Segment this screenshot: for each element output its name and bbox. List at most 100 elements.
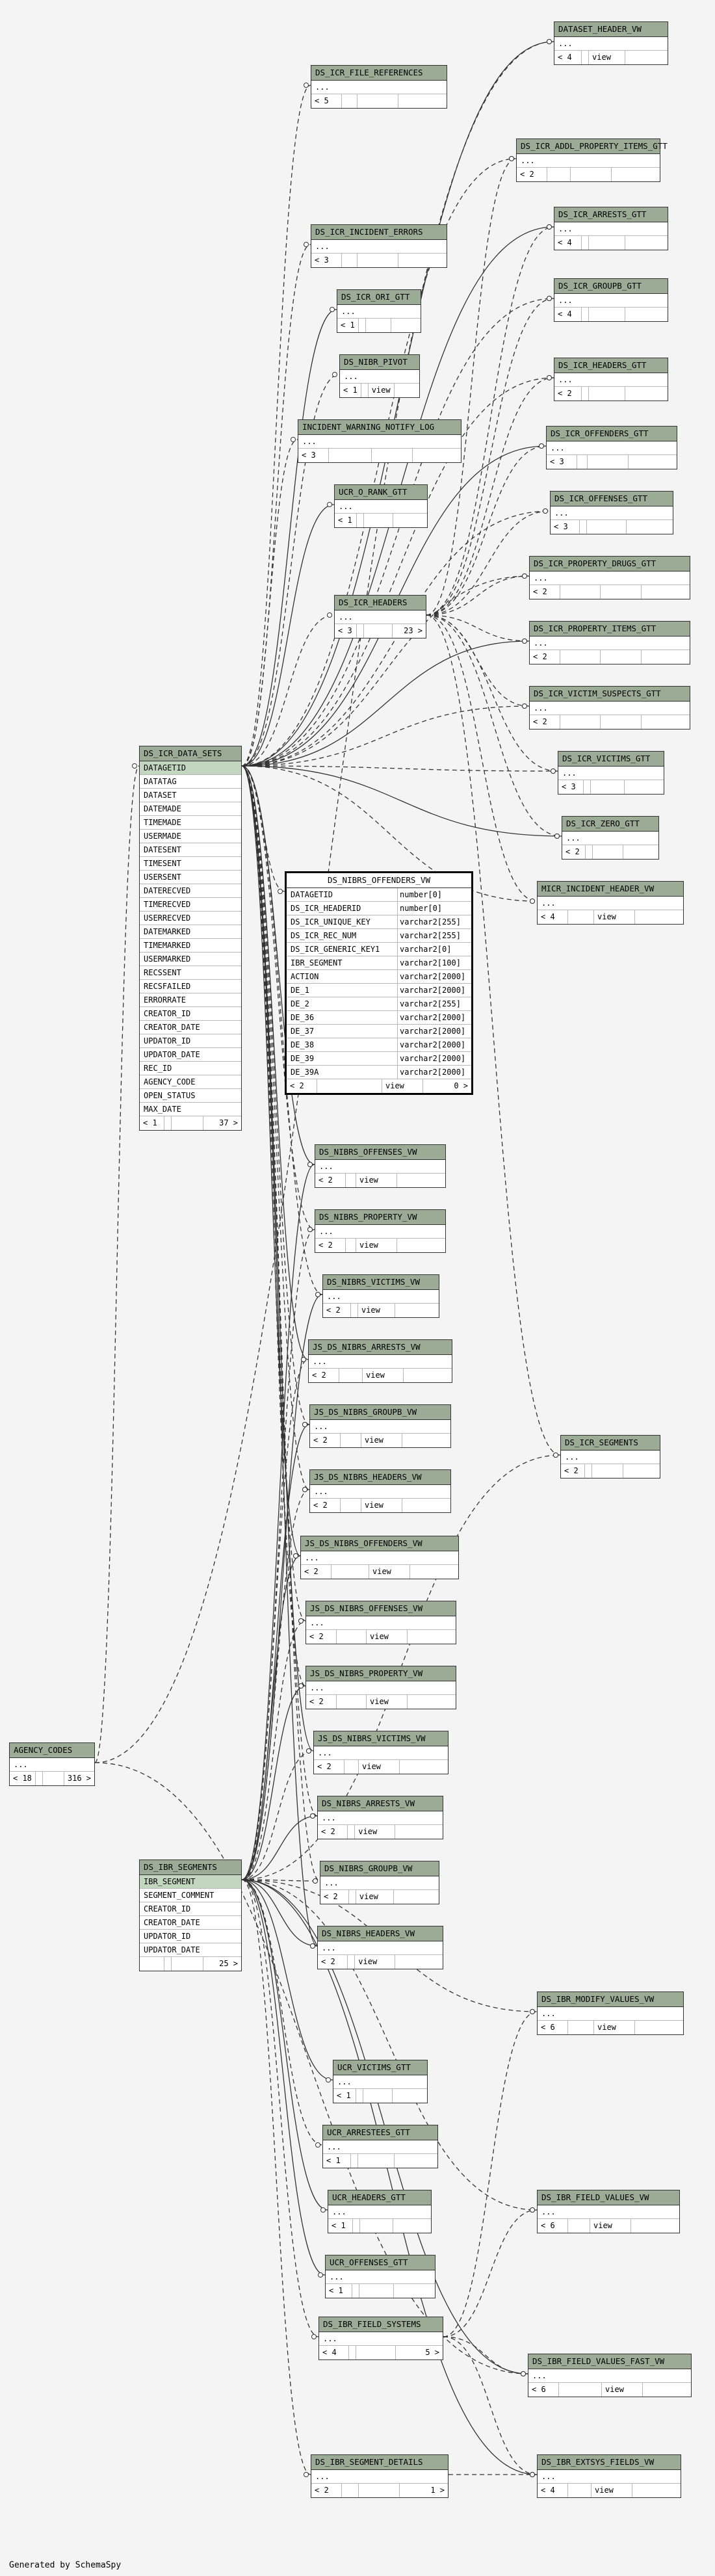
parents-count[interactable]: < 2	[530, 715, 560, 729]
column-row[interactable]: USERRECVED	[140, 912, 241, 925]
collapsed-columns[interactable]: ...	[306, 1616, 456, 1630]
collapsed-columns[interactable]: ...	[323, 1290, 439, 1304]
column-row[interactable]: RECSSENT	[140, 966, 241, 980]
collapsed-columns[interactable]: ...	[310, 1420, 450, 1434]
column-row[interactable]: UPDATOR_ID	[140, 1930, 241, 1943]
collapsed-columns[interactable]: ...	[298, 435, 461, 449]
parents-count[interactable]: < 2	[306, 1630, 337, 1644]
column-row[interactable]: USERMARKED	[140, 953, 241, 966]
collapsed-columns[interactable]: ...	[538, 2007, 683, 2021]
table-ucr-offenses-gtt[interactable]: UCR_OFFENSES_GTT...< 1	[325, 2255, 436, 2298]
parents-count[interactable]: < 6	[528, 2383, 559, 2397]
children-count[interactable]	[625, 308, 668, 321]
table-ds-icr-arrests-gtt[interactable]: DS_ICR_ARRESTS_GTT...< 4	[554, 207, 668, 250]
column-row[interactable]: REC_ID	[140, 1062, 241, 1075]
children-count[interactable]	[402, 1434, 450, 1447]
column-row[interactable]: DATASET	[140, 789, 241, 802]
collapsed-columns[interactable]: ...	[530, 637, 690, 650]
children-count[interactable]	[410, 1565, 458, 1579]
children-count[interactable]: 25 >	[219, 1959, 238, 1968]
children-count[interactable]	[625, 51, 668, 64]
table-ds-icr-victim-suspects-gtt[interactable]: DS_ICR_VICTIM_SUSPECTS_GTT...< 2	[529, 686, 690, 729]
parents-count[interactable]: < 2	[310, 1434, 341, 1447]
parents-count[interactable]: < 3	[558, 780, 584, 794]
children-count[interactable]: 316 >	[67, 1774, 91, 1783]
children-count[interactable]	[393, 2219, 431, 2233]
collapsed-columns[interactable]: ...	[318, 1941, 443, 1955]
parents-count[interactable]: < 2	[315, 1239, 346, 1252]
collapsed-columns[interactable]: ...	[558, 767, 664, 780]
parents-count[interactable]: < 2	[530, 585, 560, 599]
children-count[interactable]	[395, 1825, 443, 1839]
children-count[interactable]	[397, 1239, 445, 1252]
parents-count[interactable]: < 1	[337, 319, 359, 332]
collapsed-columns[interactable]: ...	[530, 702, 690, 715]
table-incident-warning-notify-log[interactable]: INCIDENT_WARNING_NOTIFY_LOG...< 3	[298, 419, 462, 463]
collapsed-columns[interactable]: ...	[315, 1160, 445, 1174]
parents-count[interactable]: < 1	[335, 514, 358, 527]
column-row[interactable]: OPEN_STATUS	[140, 1089, 241, 1103]
parents-count[interactable]: < 2	[314, 1760, 344, 1774]
column-row[interactable]: TIMEMADE	[140, 816, 241, 830]
collapsed-columns[interactable]: ...	[10, 1758, 94, 1772]
collapsed-columns[interactable]: ...	[319, 2332, 443, 2346]
column-row[interactable]: TIMEMARKED	[140, 939, 241, 953]
parents-count[interactable]: < 1	[340, 384, 361, 397]
column-row[interactable]: DATEMARKED	[140, 925, 241, 939]
table-ds-icr-headers-gtt[interactable]: DS_ICR_HEADERS_GTT...< 2	[554, 358, 668, 401]
parents-count[interactable]: < 18	[10, 1772, 36, 1785]
table-ds-icr-segments[interactable]: DS_ICR_SEGMENTS...< 2	[560, 1435, 660, 1479]
table-ds-icr-property-items-gtt[interactable]: DS_ICR_PROPERTY_ITEMS_GTT...< 2	[529, 621, 690, 664]
parents-count[interactable]: < 6	[538, 2219, 568, 2233]
collapsed-columns[interactable]: ...	[547, 441, 677, 455]
children-count[interactable]	[394, 1890, 439, 1904]
parents-count[interactable]: < 2	[320, 1890, 349, 1904]
table-ucr-o-rank-gtt[interactable]: UCR_O_RANK_GTT...< 1	[334, 484, 428, 528]
collapsed-columns[interactable]: ...	[311, 81, 447, 94]
parents-count[interactable]: < 4	[319, 2346, 349, 2359]
parents-count[interactable]: < 3	[311, 254, 342, 267]
column-row[interactable]: RECSFAILED	[140, 980, 241, 993]
column-row[interactable]: CREATOR_DATE	[140, 1021, 241, 1034]
collapsed-columns[interactable]: ...	[561, 1451, 660, 1464]
collapsed-columns[interactable]: ...	[315, 1225, 445, 1239]
column-row[interactable]: TIMERECVED	[140, 898, 241, 912]
column-row[interactable]: DATATAG	[140, 775, 241, 789]
parents-count[interactable]	[140, 1957, 164, 1971]
children-count[interactable]	[625, 780, 664, 794]
collapsed-columns[interactable]: ...	[323, 2140, 437, 2154]
children-count[interactable]	[402, 1499, 450, 1512]
children-count[interactable]	[625, 387, 668, 401]
column-row[interactable]: CREATOR_ID	[140, 1902, 241, 1916]
children-count[interactable]	[393, 514, 427, 527]
parents-count[interactable]: < 2	[306, 1695, 337, 1709]
children-count[interactable]	[413, 449, 461, 462]
column-row[interactable]: USERSENT	[140, 871, 241, 884]
parents-count[interactable]: < 5	[311, 94, 342, 108]
collapsed-columns[interactable]: ...	[340, 370, 419, 384]
parents-count[interactable]: < 2	[311, 2484, 342, 2497]
children-count[interactable]	[631, 2219, 679, 2233]
table-ucr-headers-gtt[interactable]: UCR_HEADERS_GTT...< 1	[328, 2190, 432, 2233]
children-count[interactable]	[642, 585, 690, 599]
children-count[interactable]	[629, 455, 677, 469]
